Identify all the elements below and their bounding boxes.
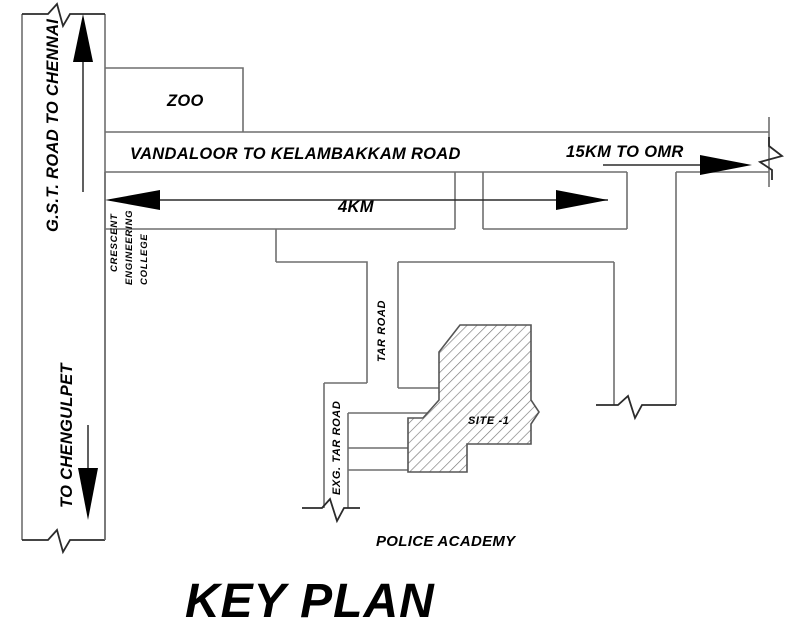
- arrow-15km-to-omr: [603, 155, 752, 175]
- exg-tar-road-geometry: [323, 382, 430, 508]
- label-4km: 4KM: [337, 198, 375, 216]
- tar-road-geometry: [276, 261, 614, 389]
- label-to-chengulpet: TO CHENGULPET: [58, 362, 76, 508]
- break-symbol-exg-tar-road-bottom: [302, 497, 360, 524]
- right-vertical-road: [613, 172, 677, 405]
- secondary-road-band: [104, 172, 628, 540]
- label-15km-to-omr: 15KM TO OMR: [566, 143, 684, 161]
- label-crescent-line-2: ENGINEERING: [124, 210, 135, 285]
- label-tar-road: TAR ROAD: [376, 300, 388, 362]
- break-symbol-gst-top: [22, 2, 105, 29]
- arrow-to-chennai: [73, 14, 93, 192]
- label-site-1: SITE -1: [468, 415, 510, 427]
- break-symbol-gst-bottom: [22, 528, 105, 555]
- label-police-academy: POLICE ACADEMY: [376, 533, 517, 550]
- site-1-polygon: [407, 324, 540, 473]
- label-gst-road: G.S.T. ROAD TO CHENNAI: [44, 19, 62, 232]
- drawing-title: KEY PLAN: [185, 575, 435, 628]
- vandaloor-road-geometry: [105, 117, 770, 187]
- arrow-4km: [105, 190, 608, 210]
- break-symbol-vandaloor-right: [757, 137, 784, 180]
- label-zoo: ZOO: [166, 92, 204, 110]
- zoo-boundary: [105, 67, 244, 132]
- label-crescent-line-1: CRESCENT: [109, 213, 120, 272]
- break-symbol-right-road-bottom: [596, 394, 676, 421]
- label-crescent-line-3: COLLEGE: [139, 233, 150, 285]
- arrow-to-chengulpet: [78, 425, 98, 520]
- label-vandaloor-road: VANDALOOR TO KELAMBAKKAM ROAD: [130, 145, 461, 163]
- label-exg-tar-road: EXG. TAR ROAD: [331, 401, 343, 495]
